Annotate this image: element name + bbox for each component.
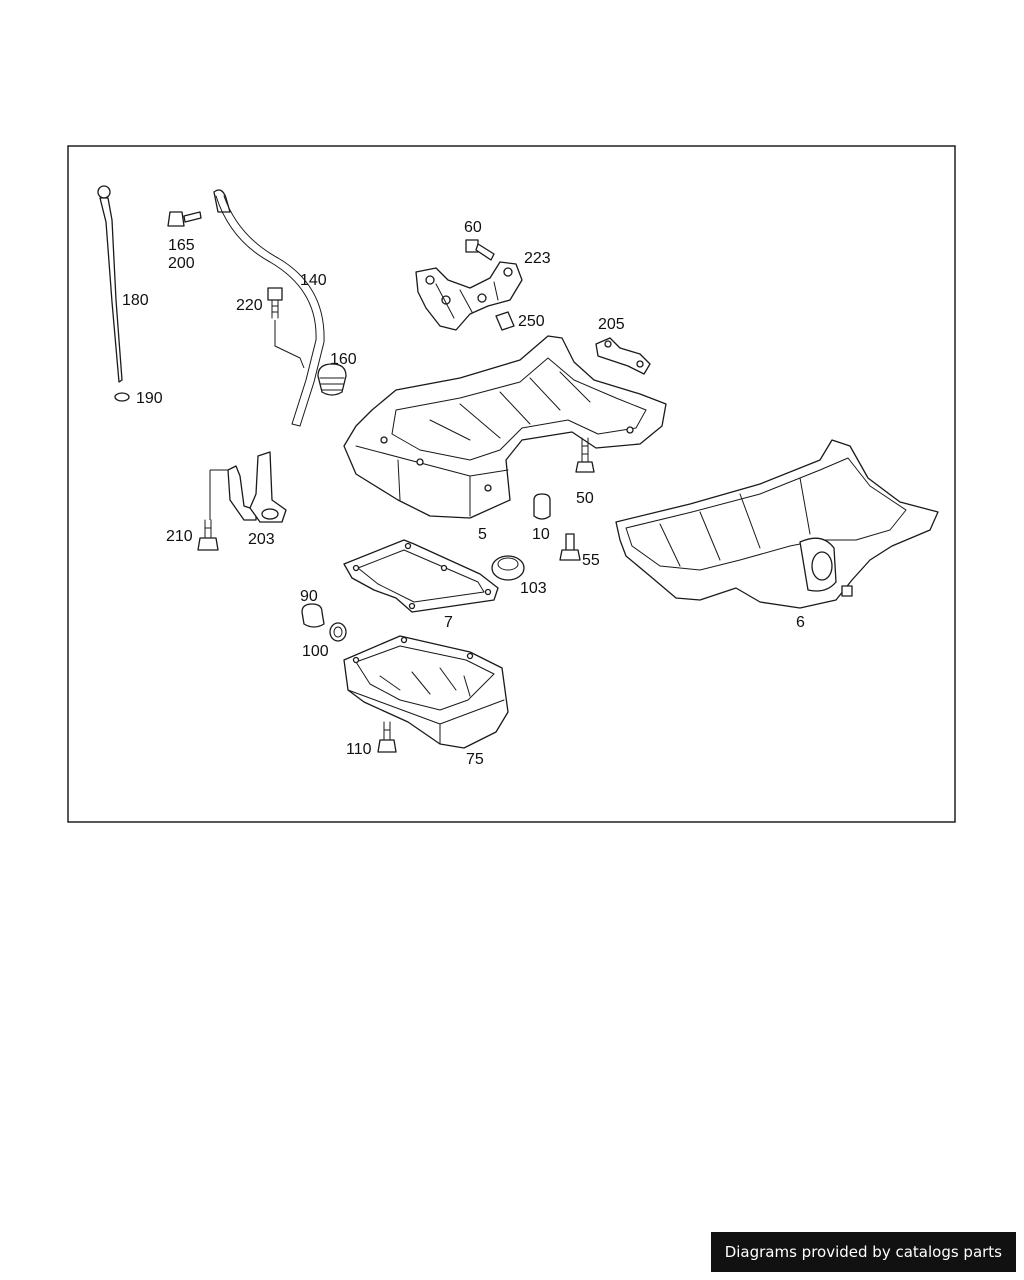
callout-160: 160 — [330, 351, 357, 368]
callout-55: 55 — [582, 552, 600, 569]
callout-190: 190 — [136, 390, 163, 407]
part-washer — [329, 622, 347, 642]
callout-180: 180 — [122, 292, 149, 309]
callout-205: 205 — [598, 316, 625, 333]
part-sleeve — [495, 311, 515, 331]
part-oil-pan-main — [615, 439, 939, 609]
callout-5: 5 — [478, 526, 487, 543]
part-lower-pan — [343, 635, 509, 749]
callout-210: 210 — [166, 528, 193, 545]
callout-6: 6 — [796, 614, 805, 631]
part-upper-oil-pan — [343, 335, 667, 519]
callout-75: 75 — [466, 751, 484, 768]
part-bolt-50 — [575, 437, 595, 473]
callout-90: 90 — [300, 588, 318, 605]
callout-220: 220 — [236, 297, 263, 314]
part-bracket — [415, 261, 523, 331]
part-oring — [114, 392, 130, 402]
part-bolt-220 — [267, 287, 283, 319]
callout-140: 140 — [300, 272, 327, 289]
part-guide-tube — [213, 189, 325, 427]
part-plug-90 — [301, 603, 325, 628]
credit-banner: Diagrams provided by catalogs parts — [710, 1232, 1016, 1272]
part-grommet — [317, 363, 347, 396]
callout-50: 50 — [576, 490, 594, 507]
callout-110: 110 — [346, 741, 372, 758]
callout-10: 10 — [532, 526, 550, 543]
callout-250: 250 — [518, 313, 545, 330]
callout-203: 203 — [248, 531, 275, 548]
part-bolt-165 — [167, 211, 202, 227]
part-small-bracket — [595, 337, 651, 375]
part-bolt-110 — [377, 721, 397, 753]
part-gasket — [343, 539, 499, 613]
diagram-frame — [67, 145, 956, 823]
part-seal — [491, 555, 525, 581]
callout-165: 165 — [168, 237, 195, 254]
callout-60: 60 — [464, 219, 482, 236]
part-bracket-203 — [227, 451, 287, 523]
part-plug-10 — [533, 493, 551, 520]
callout-223: 223 — [524, 250, 551, 267]
part-dipstick — [97, 185, 123, 383]
callout-103: 103 — [520, 580, 547, 597]
part-bolt-210 — [197, 519, 219, 551]
callout-7: 7 — [444, 614, 453, 631]
part-bolt-60 — [465, 239, 495, 261]
part-bolt-55 — [559, 533, 581, 561]
callout-100: 100 — [302, 643, 329, 660]
callout-200: 200 — [168, 255, 195, 272]
